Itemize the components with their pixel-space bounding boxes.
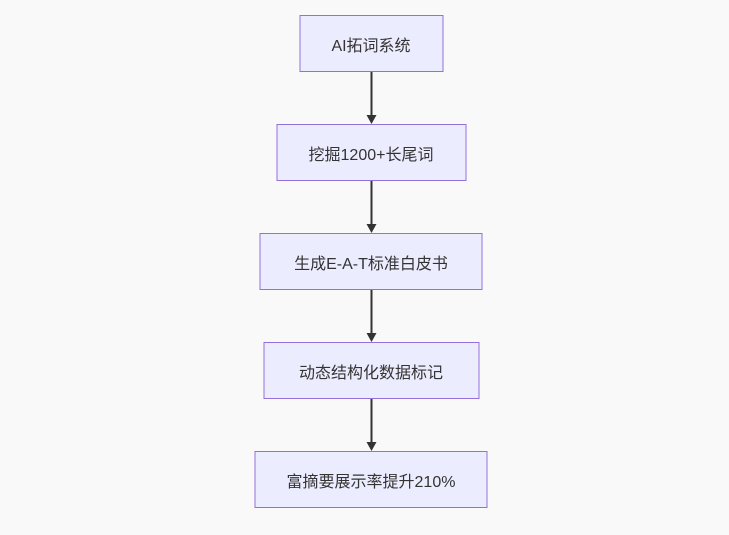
edge-line [370,72,372,116]
node-label: 动态结构化数据标记 [298,364,443,382]
flowchart-node-eat-whitepaper: 生成E-A-T标准白皮书 [259,233,483,290]
arrowhead-down-icon [366,333,376,342]
flowchart-node-structured-data-markup: 动态结构化数据标记 [263,342,479,399]
flowchart-edge-2 [365,181,377,233]
flowchart-canvas: AI拓词系统 挖掘1200+长尾词 生成E-A-T标准白皮书 动态结构化数据标记… [254,15,488,508]
flowchart-edge-3 [365,290,377,342]
flowchart-node-rich-snippet-result: 富摘要展示率提升210% [254,451,488,508]
edge-line [370,181,372,225]
arrowhead-down-icon [366,442,376,451]
flowchart-node-longtail-mining: 挖掘1200+长尾词 [276,124,466,181]
flowchart-edge-4 [365,399,377,451]
node-label: 挖掘1200+长尾词 [308,146,434,164]
node-label: 富摘要展示率提升210% [286,473,456,491]
arrowhead-down-icon [366,115,376,124]
edge-line [370,290,372,334]
flowchart-edge-1 [365,72,377,124]
flowchart-node-ai-word-system: AI拓词系统 [299,15,443,72]
node-label: AI拓词系统 [331,37,411,55]
arrowhead-down-icon [366,224,376,233]
node-label: 生成E-A-T标准白皮书 [294,255,448,273]
edge-line [370,399,372,443]
